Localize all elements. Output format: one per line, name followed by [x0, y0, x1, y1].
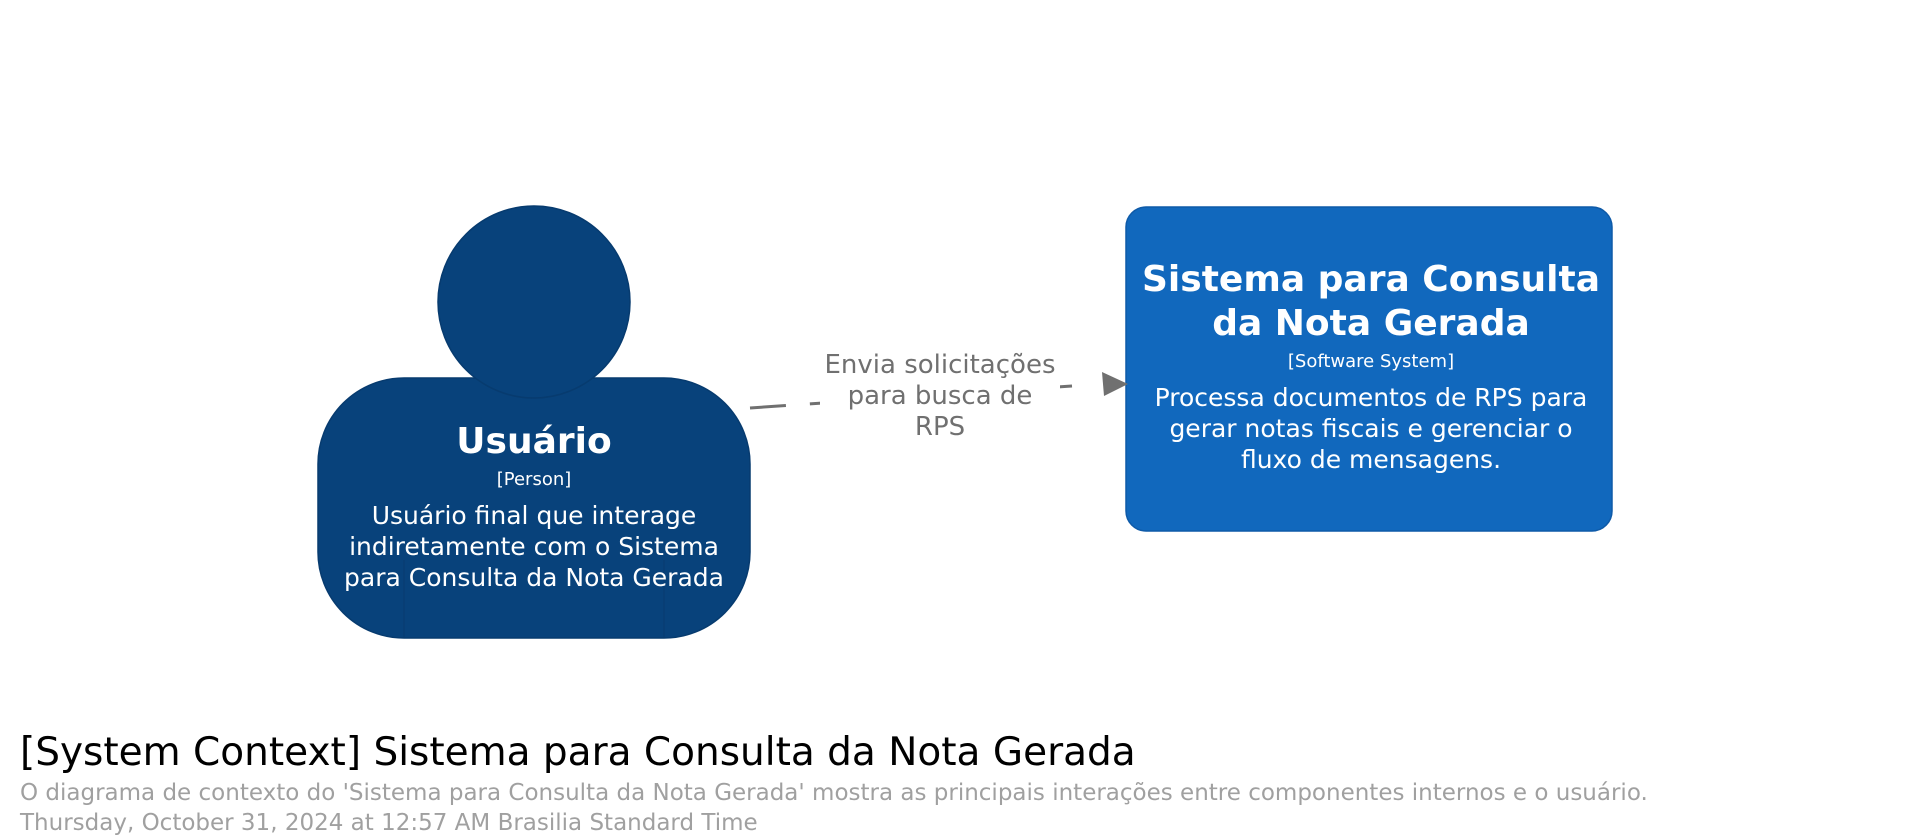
diagram-description: O diagrama de contexto do 'Sistema para … [20, 780, 1648, 806]
diagram-timestamp: Thursday, October 31, 2024 at 12:57 AM B… [20, 810, 758, 836]
system-type: [Software System] [1287, 351, 1455, 372]
person-head [437, 205, 631, 399]
arrowhead-icon [1102, 372, 1128, 396]
relationship-label: Envia solicitações para busca de RPS [820, 350, 1060, 443]
system-description: Processa documentos de RPS para gerar no… [1154, 383, 1588, 474]
person-type: [Person] [496, 469, 572, 490]
person-label-group: Usuário [Person] Usuário final que inter… [318, 420, 750, 593]
system-box[interactable] [1125, 206, 1613, 532]
person-description: Usuário final que interage indiretamente… [344, 501, 724, 592]
system-label-group: Sistema para Consulta da Nota Gerada [So… [1128, 258, 1614, 475]
person-element[interactable] [317, 205, 751, 639]
system-name: Sistema para Consulta da Nota Gerada [1142, 259, 1600, 344]
diagram-title: [System Context] Sistema para Consulta d… [20, 730, 1136, 775]
person-name: Usuário [456, 421, 612, 462]
diagram-footer: [System Context] Sistema para Consulta d… [20, 728, 1890, 838]
